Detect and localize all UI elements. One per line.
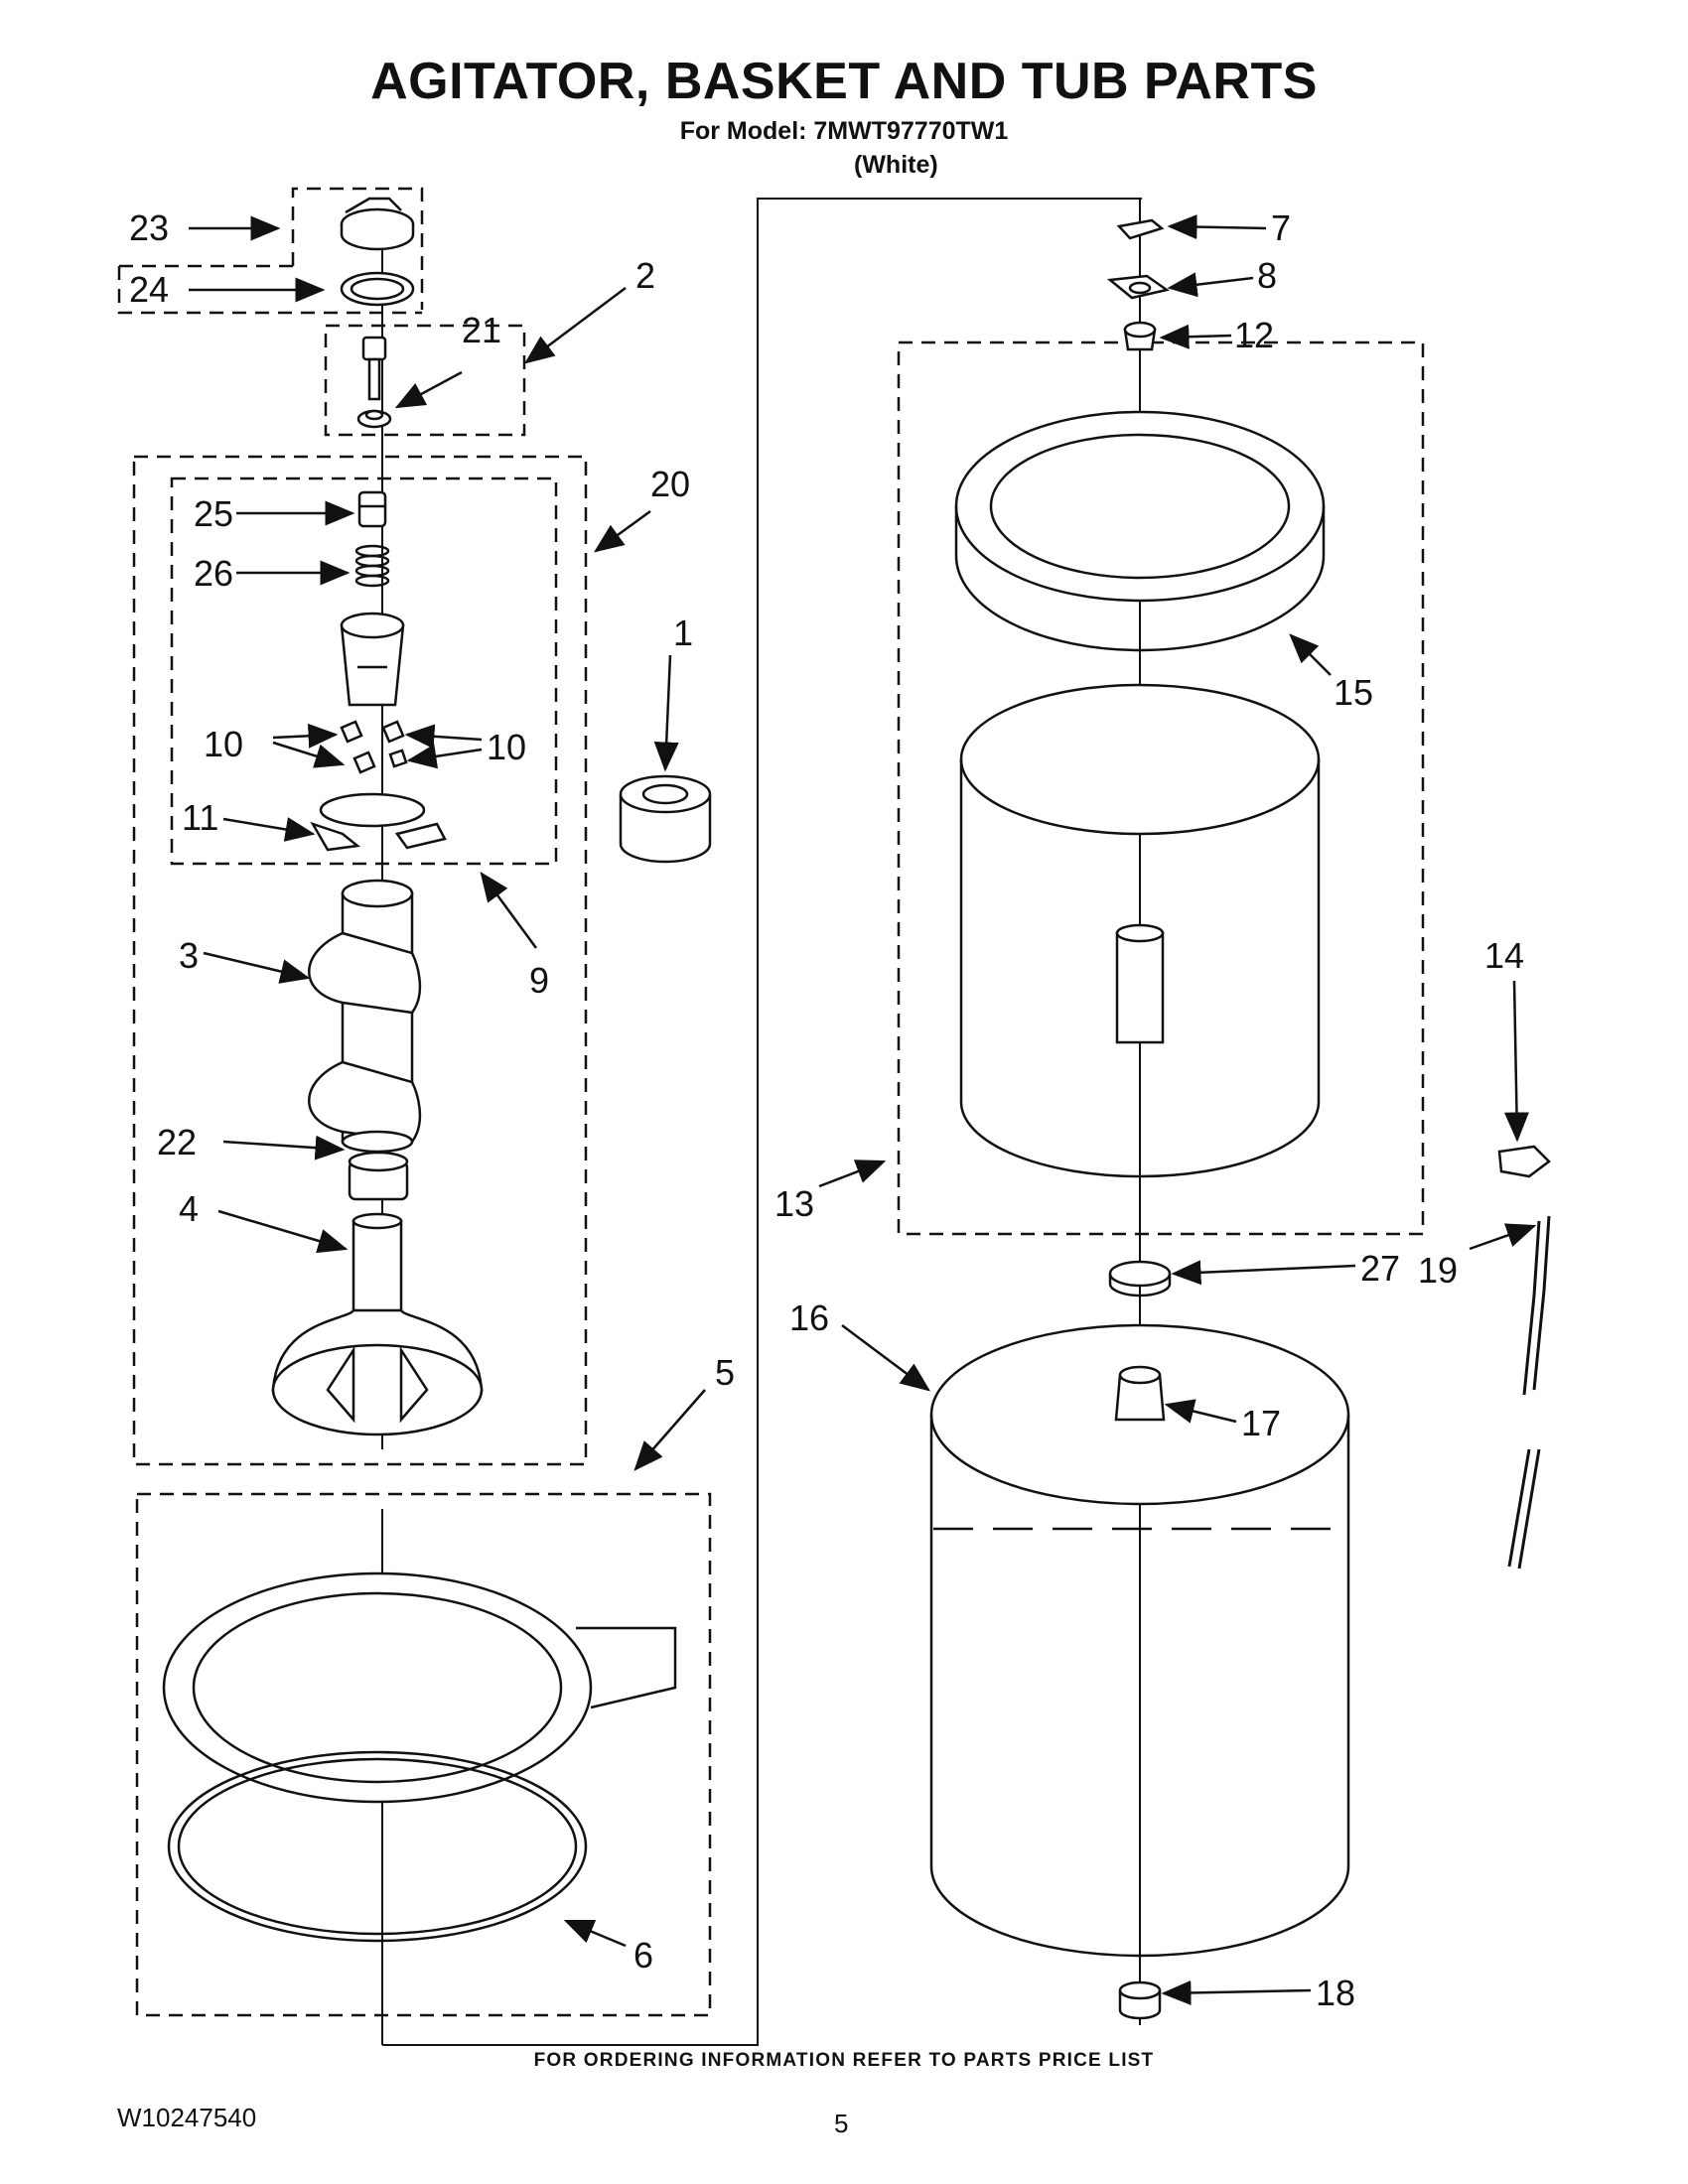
- part-1-bushing: [619, 774, 712, 864]
- page-number: 5: [834, 2109, 849, 2138]
- part-24-seal: [340, 271, 415, 307]
- part-14-clip: [1497, 1145, 1551, 1178]
- part-12-nut: [1123, 321, 1157, 351]
- callout-20: 20: [650, 464, 690, 504]
- callout-1: 1: [673, 613, 693, 653]
- part-11-cam: [310, 792, 447, 852]
- part-7-clip: [1116, 218, 1165, 240]
- part-3-auger: [308, 879, 422, 1154]
- part-8-plate: [1106, 274, 1171, 300]
- part-15-balance-ring: [954, 410, 1326, 652]
- callout-19: 19: [1418, 1250, 1458, 1291]
- model-line: For Model: 7MWT97770TW1: [679, 117, 1009, 145]
- callout-11: 11: [182, 797, 218, 838]
- part-10-dogs: [340, 720, 408, 774]
- part-6-snubber: [167, 1750, 588, 1943]
- group-box-5: [135, 1492, 712, 2017]
- callout-labels: 23 24 2 21 20 25 26 1 10 10 11 9 3 22 4 …: [129, 207, 1524, 2013]
- document-number: W10247540: [117, 2103, 257, 2132]
- callout-2: 2: [635, 255, 655, 296]
- callout-16: 16: [789, 1297, 829, 1338]
- callout-27: 27: [1360, 1248, 1400, 1289]
- callout-14: 14: [1484, 935, 1524, 976]
- part-21-bolt: [356, 336, 392, 429]
- callout-7: 7: [1271, 207, 1291, 248]
- group-box-2: [324, 324, 526, 437]
- callout-5: 5: [715, 1352, 735, 1393]
- callout-4: 4: [179, 1188, 199, 1229]
- callout-24: 24: [129, 269, 169, 310]
- ordering-note: FOR ORDERING INFORMATION REFER TO PARTS …: [533, 2050, 1155, 2071]
- part-13-basket: [959, 683, 1321, 1178]
- callout-9: 9: [529, 960, 549, 1001]
- part-5-tub-ring: [162, 1571, 677, 1804]
- callout-23: 23: [129, 207, 169, 248]
- callout-10-right: 10: [487, 727, 526, 767]
- callout-13: 13: [774, 1183, 814, 1224]
- color-line: (White): [854, 151, 938, 179]
- callout-12: 12: [1234, 315, 1274, 355]
- part-26-spring: [354, 544, 390, 588]
- callout-10-left: 10: [204, 724, 243, 764]
- group-box-24: [117, 266, 422, 315]
- callout-18: 18: [1316, 1973, 1355, 2013]
- callout-17: 17: [1241, 1403, 1281, 1443]
- page-title: AGITATOR, BASKET AND TUB PARTS: [370, 53, 1318, 110]
- callout-3: 3: [179, 935, 199, 976]
- callout-25: 25: [194, 493, 233, 534]
- callout-8: 8: [1257, 255, 1277, 296]
- callout-21: 21: [462, 310, 501, 350]
- leader-arrows: [189, 214, 1537, 2005]
- part-insert: [340, 612, 405, 707]
- callout-22: 22: [157, 1122, 197, 1162]
- callout-6: 6: [633, 1935, 653, 1976]
- part-27-clamp: [1108, 1260, 1172, 1297]
- part-17-hub: [1114, 1365, 1166, 1422]
- part-22-bearing: [348, 1151, 409, 1201]
- part-18-seal: [1118, 1980, 1162, 2020]
- part-23-cap: [340, 197, 415, 251]
- group-box-9: [170, 477, 558, 866]
- callout-15: 15: [1334, 672, 1373, 713]
- part-19-hose: [1507, 1215, 1551, 1570]
- group-box-23: [119, 187, 424, 310]
- part-25-dog-cap: [357, 490, 387, 528]
- callout-26: 26: [194, 553, 233, 594]
- part-4-agitator-base: [271, 1212, 484, 1436]
